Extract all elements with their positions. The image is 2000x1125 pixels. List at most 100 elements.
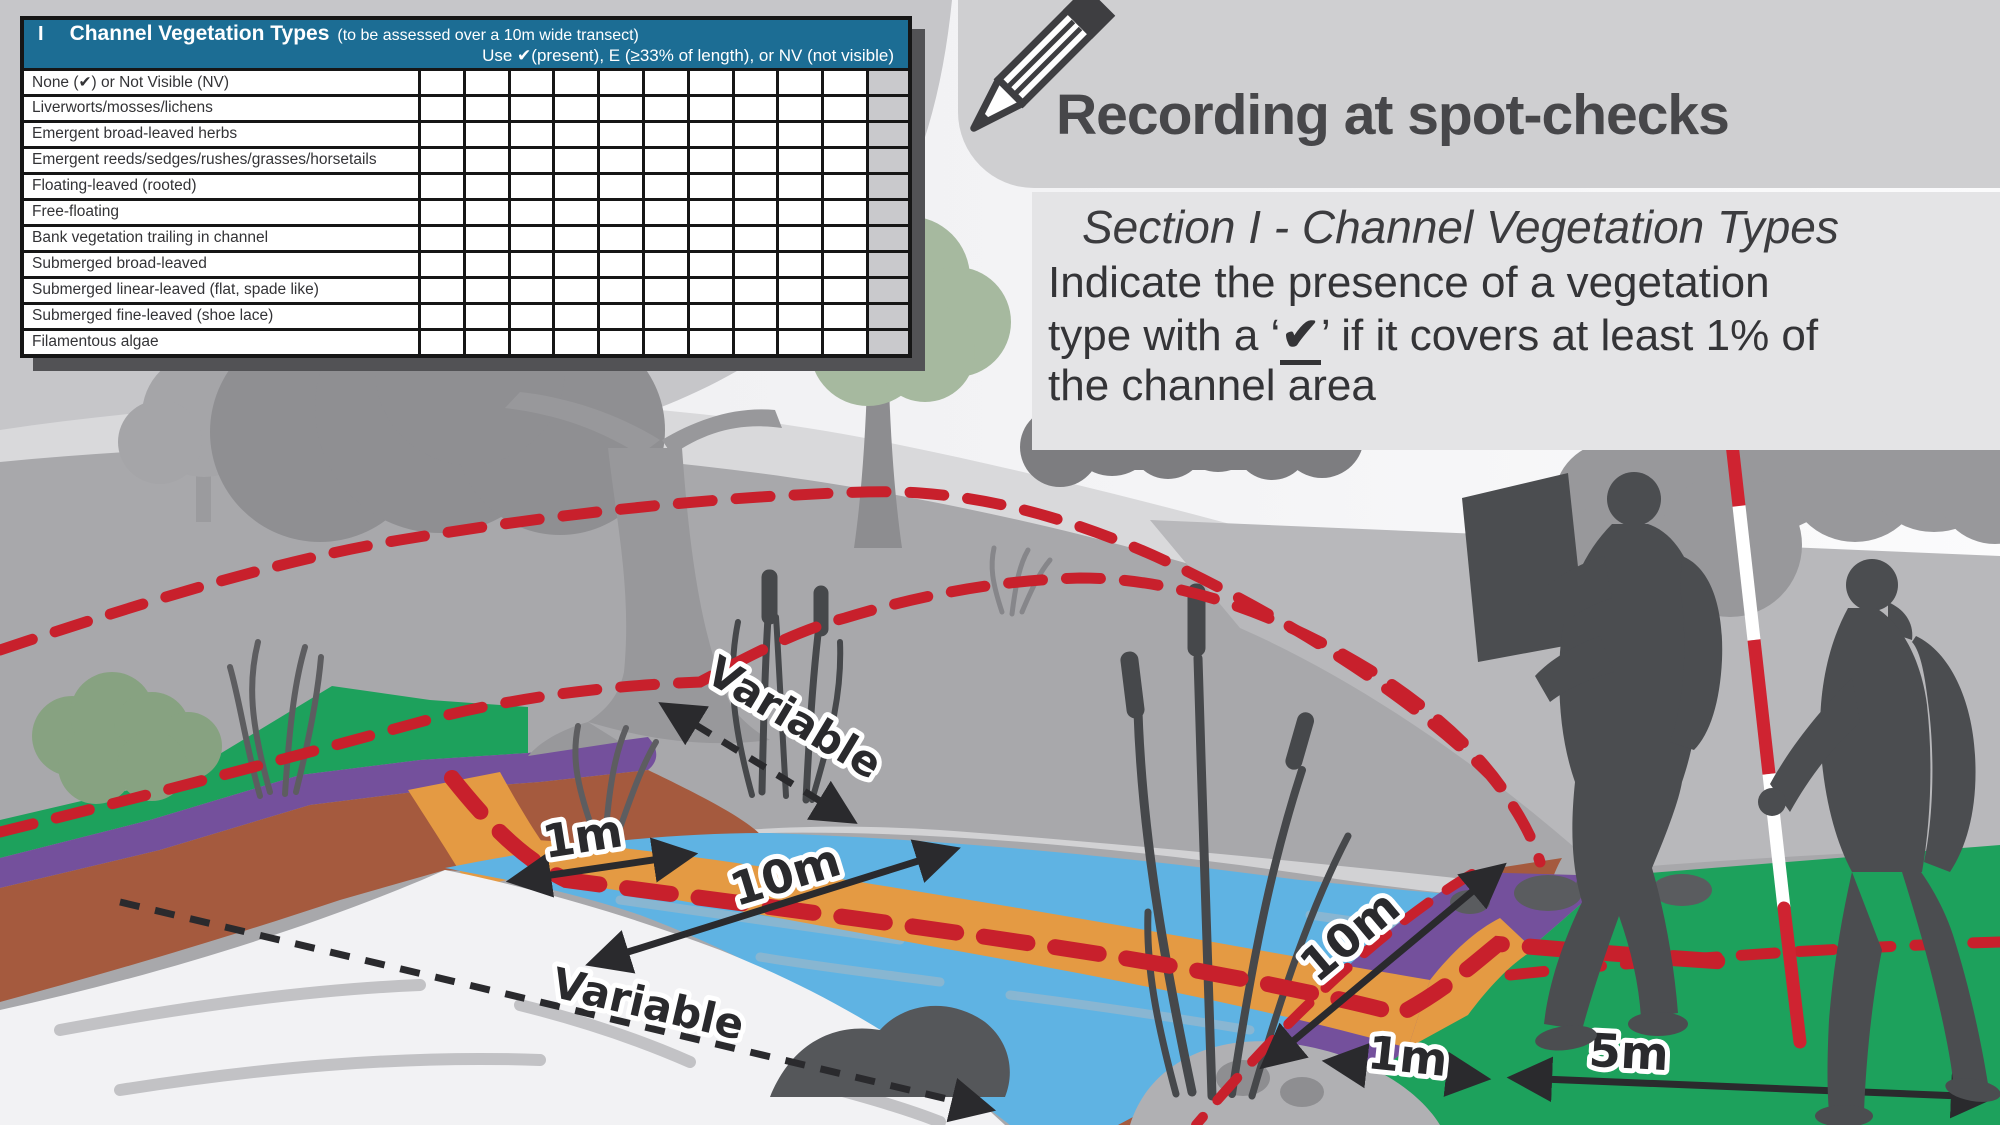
- grid-cell[interactable]: [465, 175, 511, 198]
- grid-cell[interactable]: [465, 253, 511, 276]
- grid-cell[interactable]: [779, 305, 825, 328]
- grid-cell[interactable]: [644, 175, 690, 198]
- grid-cell[interactable]: [465, 331, 511, 354]
- grid-cell[interactable]: [734, 227, 780, 250]
- grid-cell[interactable]: [824, 253, 869, 276]
- grid-cell[interactable]: [510, 149, 556, 172]
- grid-cell[interactable]: [465, 279, 511, 302]
- grid-cell[interactable]: [510, 97, 556, 120]
- grid-cell[interactable]: [465, 227, 511, 250]
- grid-cell[interactable]: [421, 149, 466, 172]
- grid-cell[interactable]: [824, 175, 869, 198]
- grid-cell[interactable]: [421, 71, 466, 94]
- grid-cell[interactable]: [734, 279, 780, 302]
- grid-cell[interactable]: [779, 227, 825, 250]
- grid-cell[interactable]: [824, 71, 869, 94]
- grid-cell[interactable]: [689, 279, 735, 302]
- grid-cell[interactable]: [734, 97, 780, 120]
- grid-cell[interactable]: [689, 123, 735, 146]
- grid-cell[interactable]: [779, 123, 825, 146]
- grid-cell[interactable]: [555, 201, 601, 224]
- grid-cell[interactable]: [421, 253, 466, 276]
- grid-cell[interactable]: [510, 175, 556, 198]
- grid-cell[interactable]: [734, 253, 780, 276]
- grid-cell[interactable]: [689, 331, 735, 354]
- grid-cell[interactable]: [510, 201, 556, 224]
- grid-cell[interactable]: [734, 175, 780, 198]
- grid-cell[interactable]: [689, 97, 735, 120]
- grid-cell[interactable]: [824, 201, 869, 224]
- grid-cell[interactable]: [779, 279, 825, 302]
- grid-cell[interactable]: [734, 201, 780, 224]
- grid-cell[interactable]: [644, 227, 690, 250]
- grid-cell[interactable]: [600, 175, 645, 198]
- grid-cell[interactable]: [465, 149, 511, 172]
- grid-cell[interactable]: [600, 97, 645, 120]
- grid-cell[interactable]: [510, 253, 556, 276]
- grid-cell[interactable]: [555, 279, 601, 302]
- grid-cell[interactable]: [510, 331, 556, 354]
- grid-cell[interactable]: [734, 305, 780, 328]
- grid-cell[interactable]: [600, 331, 645, 354]
- grid-cell[interactable]: [555, 149, 601, 172]
- grid-cell[interactable]: [600, 305, 645, 328]
- grid-cell[interactable]: [824, 279, 869, 302]
- grid-cell[interactable]: [600, 227, 645, 250]
- grid-cell[interactable]: [555, 71, 601, 94]
- grid-cell[interactable]: [644, 305, 690, 328]
- grid-cell[interactable]: [421, 331, 466, 354]
- grid-cell[interactable]: [421, 175, 466, 198]
- grid-cell[interactable]: [555, 123, 601, 146]
- grid-cell[interactable]: [644, 71, 690, 94]
- grid-cell[interactable]: [600, 149, 645, 172]
- grid-cell[interactable]: [644, 279, 690, 302]
- grid-cell[interactable]: [555, 253, 601, 276]
- grid-cell[interactable]: [779, 331, 825, 354]
- grid-cell[interactable]: [555, 305, 601, 328]
- grid-cell[interactable]: [465, 71, 511, 94]
- grid-cell[interactable]: [421, 201, 466, 224]
- grid-cell[interactable]: [824, 123, 869, 146]
- grid-cell[interactable]: [824, 97, 869, 120]
- grid-cell[interactable]: [600, 123, 645, 146]
- grid-cell[interactable]: [689, 253, 735, 276]
- grid-cell[interactable]: [421, 97, 466, 120]
- grid-cell[interactable]: [689, 305, 735, 328]
- grid-cell[interactable]: [779, 253, 825, 276]
- grid-cell[interactable]: [600, 279, 645, 302]
- grid-cell[interactable]: [824, 227, 869, 250]
- grid-cell[interactable]: [644, 201, 690, 224]
- grid-cell[interactable]: [510, 305, 556, 328]
- grid-cell[interactable]: [734, 149, 780, 172]
- grid-cell[interactable]: [824, 305, 869, 328]
- grid-cell[interactable]: [779, 71, 825, 94]
- grid-cell[interactable]: [644, 123, 690, 146]
- grid-cell[interactable]: [779, 97, 825, 120]
- grid-cell[interactable]: [600, 253, 645, 276]
- grid-cell[interactable]: [465, 97, 511, 120]
- grid-cell[interactable]: [555, 331, 601, 354]
- grid-cell[interactable]: [734, 331, 780, 354]
- grid-cell[interactable]: [644, 253, 690, 276]
- grid-cell[interactable]: [421, 227, 466, 250]
- grid-cell[interactable]: [689, 227, 735, 250]
- grid-cell[interactable]: [689, 149, 735, 172]
- grid-cell[interactable]: [510, 227, 556, 250]
- grid-cell[interactable]: [600, 201, 645, 224]
- grid-cell[interactable]: [689, 175, 735, 198]
- grid-cell[interactable]: [734, 123, 780, 146]
- grid-cell[interactable]: [824, 149, 869, 172]
- grid-cell[interactable]: [510, 279, 556, 302]
- grid-cell[interactable]: [600, 71, 645, 94]
- grid-cell[interactable]: [824, 331, 869, 354]
- grid-cell[interactable]: [779, 175, 825, 198]
- grid-cell[interactable]: [689, 201, 735, 224]
- grid-cell[interactable]: [644, 331, 690, 354]
- grid-cell[interactable]: [421, 305, 466, 328]
- grid-cell[interactable]: [644, 97, 690, 120]
- grid-cell[interactable]: [465, 123, 511, 146]
- grid-cell[interactable]: [510, 123, 556, 146]
- grid-cell[interactable]: [779, 201, 825, 224]
- grid-cell[interactable]: [644, 149, 690, 172]
- grid-cell[interactable]: [465, 305, 511, 328]
